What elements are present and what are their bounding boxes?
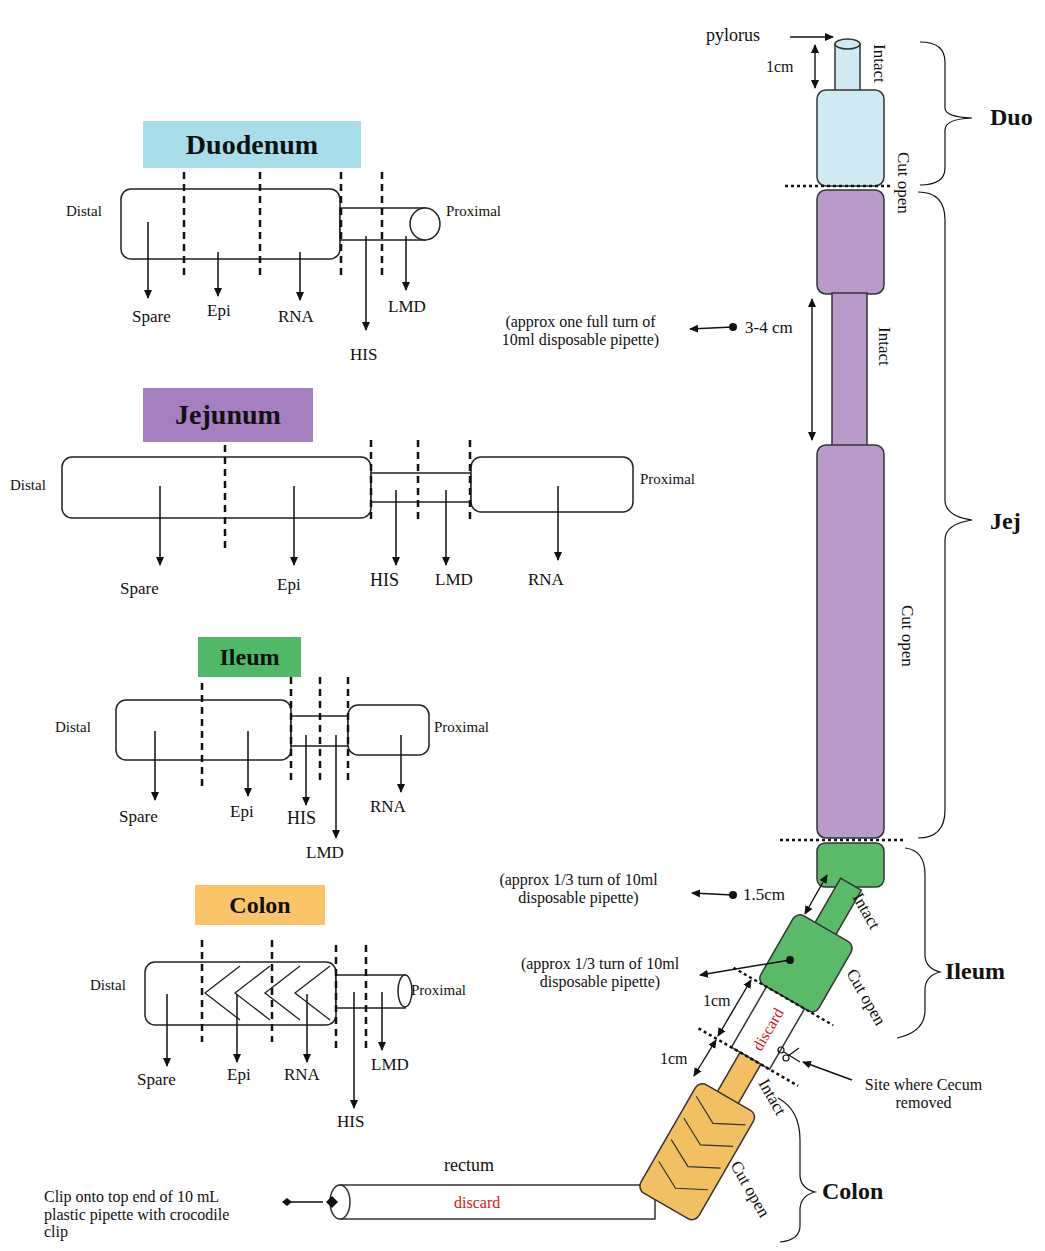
- section-title-box: Colon: [195, 885, 325, 925]
- annotation-label: Spare: [132, 308, 171, 327]
- annotation-label: Proximal: [446, 203, 501, 220]
- annotation-label: RNA: [284, 1066, 320, 1085]
- annotation-label: LMD: [306, 844, 344, 863]
- annotation-label: Cut open: [842, 966, 889, 1029]
- annotation-label: RNA: [278, 308, 314, 327]
- section-title: Jejunum: [175, 399, 281, 431]
- annotation-label: 1cm: [766, 58, 794, 76]
- annotation-label: LMD: [435, 571, 473, 590]
- annotation-label: HIS: [337, 1113, 364, 1132]
- annotation-label: 3-4 cm: [745, 319, 793, 338]
- annotation-label: pylorus: [706, 26, 760, 46]
- annotation-label: Colon: [822, 1178, 883, 1204]
- annotation-label: Distal: [90, 977, 126, 994]
- annotation-label: Cut open: [726, 1158, 773, 1221]
- annotation-label: Proximal: [411, 982, 466, 999]
- annotation-label: discard: [454, 1194, 500, 1212]
- annotation-label: rectum: [444, 1156, 494, 1176]
- annotation-label: Epi: [227, 1066, 251, 1085]
- annotation-label: Cut open: [897, 605, 916, 667]
- annotation-label: (approx 1/3 turn of 10ml disposable pipe…: [486, 871, 671, 906]
- annotation-label: Intact: [874, 327, 893, 366]
- annotation-label: HIS: [370, 571, 399, 591]
- section-title-box: Ileum: [198, 637, 301, 677]
- annotation-label: Spare: [137, 1071, 176, 1090]
- section-title-box: Jejunum: [143, 388, 313, 442]
- section-title-box: Duodenum: [143, 121, 361, 168]
- annotation-label: Jej: [990, 508, 1021, 534]
- annotation-label: LMD: [371, 1056, 409, 1075]
- annotation-label: Intact: [869, 44, 888, 83]
- annotation-label: Site where Cecum removed: [856, 1076, 991, 1111]
- annotation-label: Proximal: [434, 719, 489, 736]
- annotation-label: HIS: [287, 809, 316, 829]
- annotation-label: Distal: [10, 477, 46, 494]
- annotation-label: 1cm: [660, 1050, 688, 1068]
- annotation-label: Spare: [120, 580, 159, 599]
- annotation-label: Ileum: [945, 958, 1005, 984]
- annotation-label: Spare: [119, 808, 158, 827]
- annotation-label: Duo: [990, 104, 1033, 130]
- annotation-label: Intact: [848, 890, 884, 933]
- section-title: Colon: [229, 892, 290, 919]
- annotation-label: 1cm: [703, 992, 731, 1010]
- annotation-label: Distal: [66, 203, 102, 220]
- annotation-label: Cut open: [893, 152, 912, 214]
- annotation-label: RNA: [528, 571, 564, 590]
- annotation-label: Distal: [55, 719, 91, 736]
- annotation-label: (approx 1/3 turn of 10ml disposable pipe…: [509, 955, 691, 990]
- annotation-label: RNA: [370, 798, 406, 817]
- annotation-label: Epi: [277, 576, 301, 595]
- annotation-label: Clip onto top end of 10 mL plastic pipet…: [44, 1188, 249, 1241]
- annotation-label: Epi: [207, 302, 231, 321]
- annotation-label: Intact: [754, 1076, 790, 1119]
- annotation-label: Epi: [230, 803, 254, 822]
- annotation-label: LMD: [388, 298, 426, 317]
- section-title: Ileum: [220, 644, 280, 671]
- section-title: Duodenum: [186, 129, 318, 161]
- annotation-label: Proximal: [640, 471, 695, 488]
- annotation-label: HIS: [350, 346, 377, 365]
- annotation-label: 1.5cm: [743, 886, 785, 905]
- annotation-label: (approx one full turn of 10ml disposable…: [488, 313, 673, 348]
